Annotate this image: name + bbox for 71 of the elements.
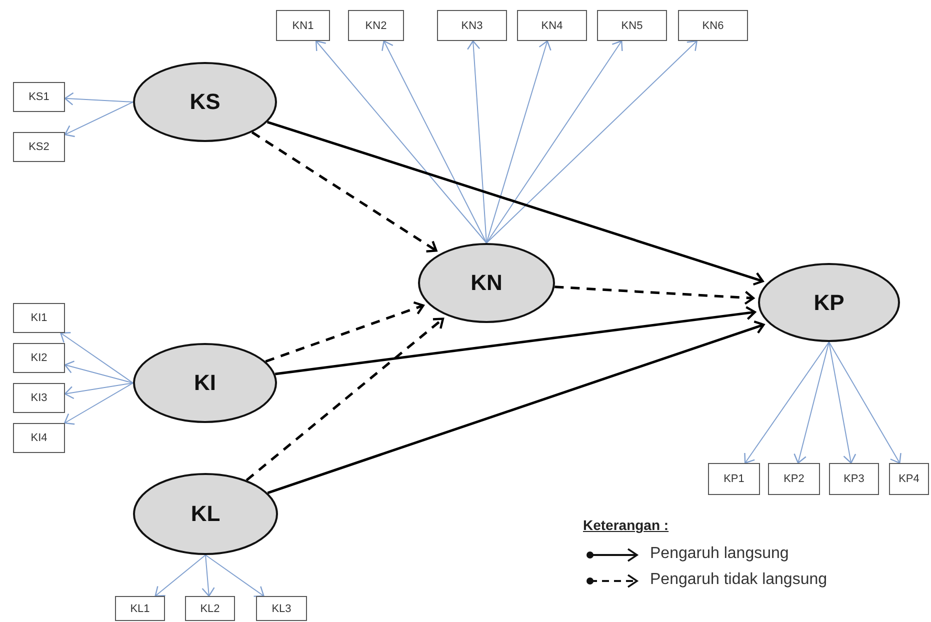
node-label: KS <box>190 89 220 115</box>
indicator-box <box>256 596 307 621</box>
node-label: KP <box>814 290 844 316</box>
node-label: KP4 <box>898 473 920 485</box>
node-label: KN6 <box>702 20 724 32</box>
indicator-box <box>829 463 879 495</box>
arrow <box>744 342 830 464</box>
node-label: KL3 <box>272 602 292 614</box>
arrow <box>828 342 856 464</box>
node-label: KI2 <box>30 352 48 364</box>
node-label: KP1 <box>724 473 744 485</box>
arrow <box>382 40 487 244</box>
indicator-box <box>708 463 760 495</box>
arrow <box>267 320 765 494</box>
indicator-box <box>517 10 587 41</box>
arrow <box>274 306 756 376</box>
arrow <box>64 360 134 384</box>
node-label: KN5 <box>621 20 643 32</box>
indicator-box <box>597 10 667 41</box>
indicator-box <box>13 383 65 413</box>
arrow <box>794 342 830 464</box>
node-label: KI1 <box>30 312 48 324</box>
indicator-box <box>768 463 820 495</box>
node-label: KN2 <box>365 20 387 32</box>
node-label: KI <box>194 370 216 396</box>
indicator-box <box>13 303 65 333</box>
arrow <box>64 382 134 425</box>
dashed-arrow <box>251 131 438 252</box>
dashed-arrow <box>265 301 424 363</box>
arrow <box>486 40 552 244</box>
indicator-box <box>437 10 507 41</box>
node-label: KP3 <box>844 473 864 485</box>
arrow <box>205 554 264 597</box>
arrow <box>60 332 134 384</box>
node-label: KL1 <box>130 602 150 614</box>
arrow <box>64 92 134 106</box>
indicator-box <box>13 423 65 453</box>
dashed-arrow <box>246 318 444 482</box>
arrow <box>315 40 487 244</box>
indicator-box <box>13 343 65 373</box>
node-label: KS2 <box>28 141 50 153</box>
indicator-box <box>13 132 65 162</box>
node-label: KL <box>190 501 220 527</box>
node-label: KI3 <box>30 392 48 404</box>
indicator-box <box>13 82 65 112</box>
node-label: KI4 <box>30 432 48 444</box>
node-label: KN4 <box>541 20 563 32</box>
node-label: KN <box>470 270 502 296</box>
indicator-box <box>185 596 235 621</box>
arrow <box>154 554 206 597</box>
arrow <box>64 102 134 138</box>
indicator-box <box>276 10 330 41</box>
arrow <box>202 554 215 597</box>
indicator-box <box>889 463 929 495</box>
node-label: KL2 <box>200 602 220 614</box>
arrow <box>486 40 698 244</box>
legend-text: Pengaruh tidak langsung <box>650 571 828 589</box>
arrow <box>64 382 134 400</box>
legend-text: Pengaruh langsung <box>650 545 789 563</box>
indicator-box <box>678 10 748 41</box>
node-label: KS1 <box>28 91 50 103</box>
arrow <box>828 342 902 464</box>
arrow <box>466 40 487 244</box>
arrow <box>486 40 623 244</box>
dashed-arrow <box>554 286 754 305</box>
node-label: KN1 <box>292 20 314 32</box>
node-label: KN3 <box>461 20 483 32</box>
indicator-box <box>348 10 404 41</box>
node-label: KP2 <box>784 473 804 485</box>
legend-title: Keterangan : <box>583 517 669 533</box>
indicator-box <box>115 596 165 621</box>
